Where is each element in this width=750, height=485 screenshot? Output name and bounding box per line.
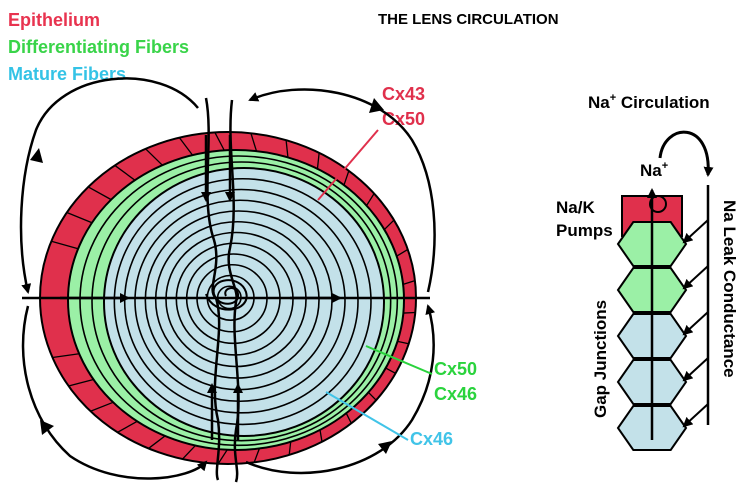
cx46-pointer [325,391,409,441]
label-cx46-low: Cx46 [410,429,453,449]
leak-arrows [682,219,709,428]
cell-divider [90,401,114,412]
cell-divider [403,311,416,314]
leak-arrow [682,357,709,382]
cell-divider [87,186,112,201]
label-pumps-line2: Pumps [556,221,613,240]
cell-divider [385,367,396,374]
cell-divider [145,148,163,166]
cx43-pointer [317,129,379,201]
fiber-ring [91,161,392,442]
cell-divider [114,164,136,181]
leak-arrow [682,311,709,336]
cell-divider [178,137,194,156]
na-circulation-schematic: Na+ Na/K Pumps Gap Junctions Na Leak Con… [556,130,739,451]
loop-arrowheads [30,98,392,454]
cell-divider [397,340,409,345]
inward-arrows [60,135,342,440]
cx50-pointer [365,345,433,375]
label-na-leak-conductance: Na Leak Conductance [720,200,739,378]
circulation-arrow-icon [40,420,54,435]
cell-divider [285,140,289,158]
cell-divider [250,133,258,152]
label-pumps-line1: Na/K [556,198,595,217]
leak-arrow [682,403,709,428]
cell-divider [288,441,292,456]
diagram-title: THE LENS CIRCULATION [378,11,559,28]
na-circ-sup: + [610,92,616,104]
cell-divider [367,391,377,401]
cell-divider [68,378,94,387]
label-cx46-mid: Cx46 [434,384,477,404]
loop-top-right [248,88,436,293]
legend-mature-fibers: Mature Fibers [8,64,126,84]
cell-divider [345,412,352,424]
cell-divider [253,448,260,463]
na-circ-rest: Circulation [616,93,710,112]
label-na-circulation: Na+ Circulation [588,92,710,112]
legend-differentiating-fibers: Differentiating Fibers [8,37,189,57]
na-ion-text: Na [640,161,662,180]
loop-bottom-left [21,305,208,480]
polar-line-1 [204,97,221,481]
cell-divider [217,449,228,465]
leak-arrow [682,219,709,244]
cell-divider [366,193,375,206]
circulation-arrow-icon [30,148,43,163]
label-cx43: Cx43 [382,84,425,104]
fiber-ring [134,199,346,403]
epithelial-cells [51,132,416,465]
fiber-ring [79,155,399,447]
label-gap-junctions: Gap Junctions [591,300,610,418]
leak-arrow [682,265,709,290]
circulation-arrow-icon [378,441,392,454]
circulation-arrow-icon [369,98,384,113]
cell-divider [148,435,166,449]
loop-bottom-right [245,304,436,475]
na-circulation-arrow-icon [658,130,714,177]
label-cx50-mid: Cx50 [434,359,477,379]
cell-divider [51,240,79,250]
cell-divider [402,280,416,285]
circulation-loops [19,77,436,480]
loop-top-left [19,77,199,294]
na-ion-loop-icon [649,195,667,213]
cell-divider [182,445,196,460]
label-cx50-top: Cx50 [382,109,425,129]
cell-divider [52,353,80,359]
cell-divider [214,132,225,151]
cell-divider [396,248,409,257]
cell-divider [117,420,138,433]
na-ion-sup: + [662,160,668,172]
cell-divider [383,219,395,231]
cell-divider [319,429,323,442]
cell-divider [316,152,320,169]
cell-divider [343,170,350,186]
label-na-ion: Na+ [640,160,668,180]
fiber-ring [113,177,372,426]
cell-divider [66,211,93,224]
polar-line-2 [227,99,240,483]
legend-epithelium: Epithelium [8,10,100,30]
na-circ-na: Na [588,93,610,112]
